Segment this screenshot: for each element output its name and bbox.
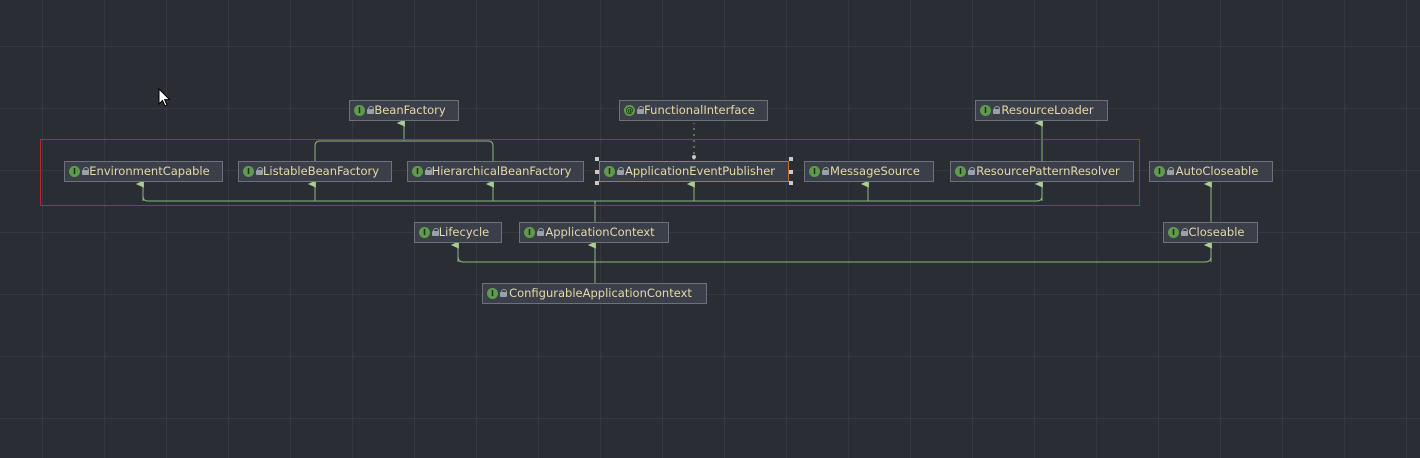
node-label: Lifecycle [438,225,490,239]
interface-icon: I [809,166,820,177]
interface-icon: I [1168,227,1179,238]
node-label: ApplicationContext [545,225,655,239]
node-label: HierarchicalBeanFactory [431,164,572,178]
interface-icon: I [354,105,365,116]
node-listablebeanfactory[interactable]: I ListableBeanFactory [238,161,392,182]
lock-icon [1167,167,1174,175]
node-environmentcapable[interactable]: I EnvironmentCapable [64,161,223,182]
interface-icon: I [1154,166,1165,177]
node-label: ConfigurableApplicationContext [509,286,692,300]
resize-handle[interactable] [789,181,793,185]
node-label: ResourceLoader [1001,103,1094,117]
mouse-cursor-icon [158,88,171,107]
node-label: ResourcePatternResolver [976,164,1120,178]
node-applicationcontext[interactable]: I ApplicationContext [519,222,669,243]
interface-icon: I [604,166,615,177]
lock-icon [432,228,439,236]
edge-config-bus [457,255,1212,263]
lock-icon [367,106,374,114]
node-label: AutoCloseable [1175,164,1259,178]
node-label: ListableBeanFactory [262,164,380,178]
resize-handle[interactable] [595,170,599,174]
node-messagesource[interactable]: I MessageSource [804,161,934,182]
resize-handle[interactable] [595,157,599,161]
node-label: Closeable [1188,225,1245,239]
node-configurableapplicationcontext[interactable]: I ConfigurableApplicationContext [482,283,707,304]
lock-icon [500,289,507,297]
interface-icon: I [69,166,80,177]
node-label: EnvironmentCapable [89,164,210,178]
edge-appcontext-bus [142,195,1043,202]
node-autocloseable[interactable]: I AutoCloseable [1149,161,1273,182]
selection-highlight-box [40,139,1140,206]
lock-icon [537,228,544,236]
node-closeable[interactable]: I Closeable [1163,222,1258,243]
lock-icon [1181,228,1188,236]
interface-icon: I [487,288,498,299]
node-label: ApplicationEventPublisher [625,164,775,178]
lock-icon [822,167,829,175]
lock-icon [617,167,624,175]
node-lifecycle[interactable]: I Lifecycle [414,222,502,243]
interface-icon: I [412,166,423,177]
lock-icon [82,167,89,175]
lock-icon [637,106,644,114]
resize-handle[interactable] [595,181,599,185]
interface-icon: I [524,227,535,238]
interface-icon: I [980,105,991,116]
node-functionalinterface[interactable]: @ FunctionalInterface [619,100,768,121]
node-resourcepatternresolver[interactable]: I ResourcePatternResolver [950,161,1134,182]
node-applicationeventpublisher[interactable]: I ApplicationEventPublisher [599,161,789,182]
annotation-icon: @ [624,105,635,116]
resize-handle[interactable] [789,170,793,174]
node-beanfactory[interactable]: I BeanFactory [349,100,459,121]
node-label: MessageSource [830,164,920,178]
lock-icon [256,167,263,175]
lock-icon [968,167,975,175]
interface-icon: I [243,166,254,177]
lock-icon [425,167,432,175]
lock-icon [993,106,1000,114]
interface-icon: I [955,166,966,177]
node-resourceloader[interactable]: I ResourceLoader [975,100,1108,121]
node-label: BeanFactory [374,103,446,117]
node-label: FunctionalInterface [644,103,755,117]
resize-handle[interactable] [789,157,793,161]
node-hierarchicalbeanfactory[interactable]: I HierarchicalBeanFactory [407,161,584,182]
interface-icon: I [419,227,430,238]
